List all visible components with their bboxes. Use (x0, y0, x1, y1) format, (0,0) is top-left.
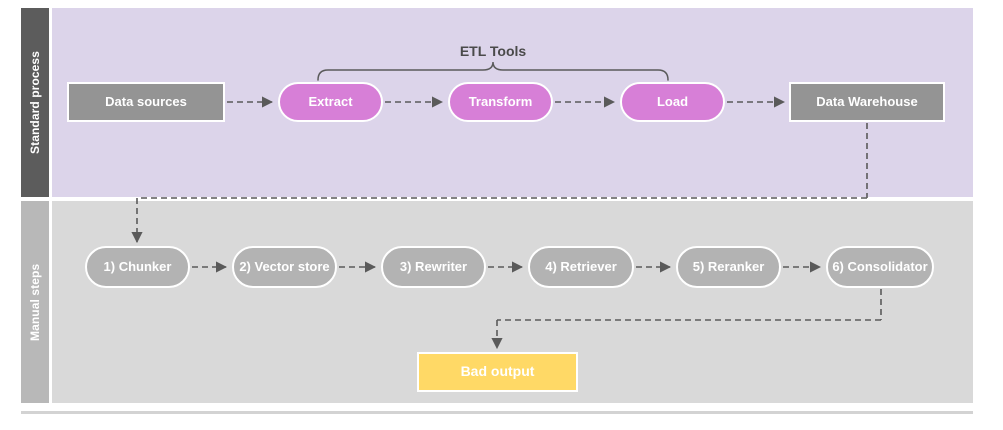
node-rewriter[interactable]: 3) Rewriter (381, 246, 486, 288)
node-data-warehouse[interactable]: Data Warehouse (789, 82, 945, 122)
node-load[interactable]: Load (620, 82, 725, 122)
node-chunker[interactable]: 1) Chunker (85, 246, 190, 288)
node-vector-store[interactable]: 2) Vector store (232, 246, 337, 288)
node-consolidator[interactable]: 6) Consolidator (826, 246, 934, 288)
node-bad-output[interactable]: Bad output (417, 352, 578, 392)
node-reranker[interactable]: 5) Reranker (676, 246, 781, 288)
node-transform[interactable]: Transform (448, 82, 553, 122)
lane-label-manual-steps: Manual steps (21, 201, 49, 403)
etl-tools-label: ETL Tools (459, 43, 527, 59)
node-data-sources[interactable]: Data sources (67, 82, 225, 122)
node-extract[interactable]: Extract (278, 82, 383, 122)
lane-label-standard-process: Standard process (21, 8, 49, 197)
node-retriever[interactable]: 4) Retriever (528, 246, 634, 288)
bottom-divider (21, 411, 973, 414)
